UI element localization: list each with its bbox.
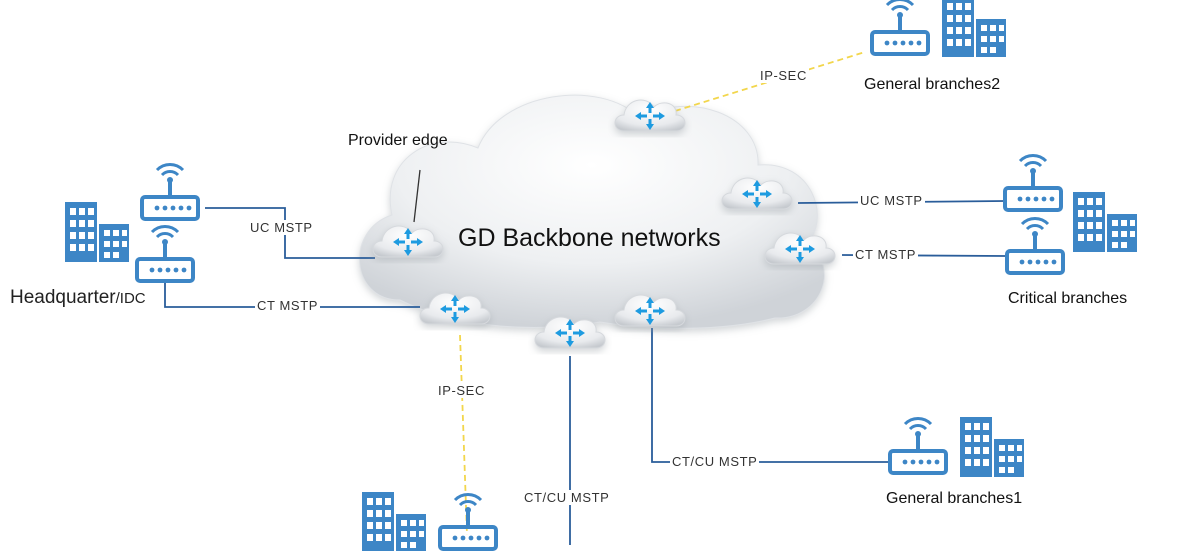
bottom-building-icon (362, 492, 426, 551)
ipsec-lines (459, 51, 866, 536)
backbone-title: GD Backbone networks (458, 224, 721, 252)
hq-router-icon-uc (140, 162, 200, 221)
gb2-building-icon (942, 0, 1006, 57)
headquarter-label-suffix: /IDC (115, 290, 146, 307)
crit-router-icon-uc (1003, 153, 1063, 212)
general-branches1-label: General branches1 (886, 490, 1023, 507)
gb2-router-icon (870, 0, 930, 56)
hq-router-icon-ct (135, 224, 195, 283)
gb1-ctcu-link (651, 328, 890, 463)
provider-edge-label: Provider edge (348, 132, 448, 149)
bottom-router-icon (438, 492, 498, 551)
bottom-ctcu-link-label: CT/CU MSTP (522, 490, 612, 505)
gb1-ctcu-link-label: CT/CU MSTP (670, 454, 760, 469)
ipsec-top-label: IP-SEC (758, 68, 809, 83)
headquarter-label-main: Headquarter (10, 287, 116, 308)
general-branches2-label: General branches2 (864, 76, 1001, 93)
hq-ct-link (164, 283, 420, 308)
backbone-cloud (359, 94, 825, 329)
pe-node-gb2 (615, 100, 685, 131)
ipsec-bottom-label: IP-SEC (436, 383, 487, 398)
ipsec-top-link (674, 51, 866, 112)
headquarter-label: Headquarter/IDC (10, 287, 146, 309)
hq-building-icon (65, 202, 129, 262)
crit-building-icon (1073, 192, 1137, 252)
provider-edge-pointer (413, 169, 421, 223)
ipsec-bottom-link (459, 334, 468, 536)
gb1-router-icon (888, 416, 948, 475)
hq-ct-link-label: CT MSTP (255, 298, 321, 313)
crit-ct-link-label: CT MSTP (853, 247, 919, 262)
gb1-building-icon (960, 417, 1024, 477)
crit-uc-link-label: UC MSTP (858, 193, 925, 208)
hq-uc-link-label: UC MSTP (248, 220, 315, 235)
crit-router-icon-ct (1005, 216, 1065, 275)
critical-branches-label: Critical branches (1008, 290, 1128, 307)
